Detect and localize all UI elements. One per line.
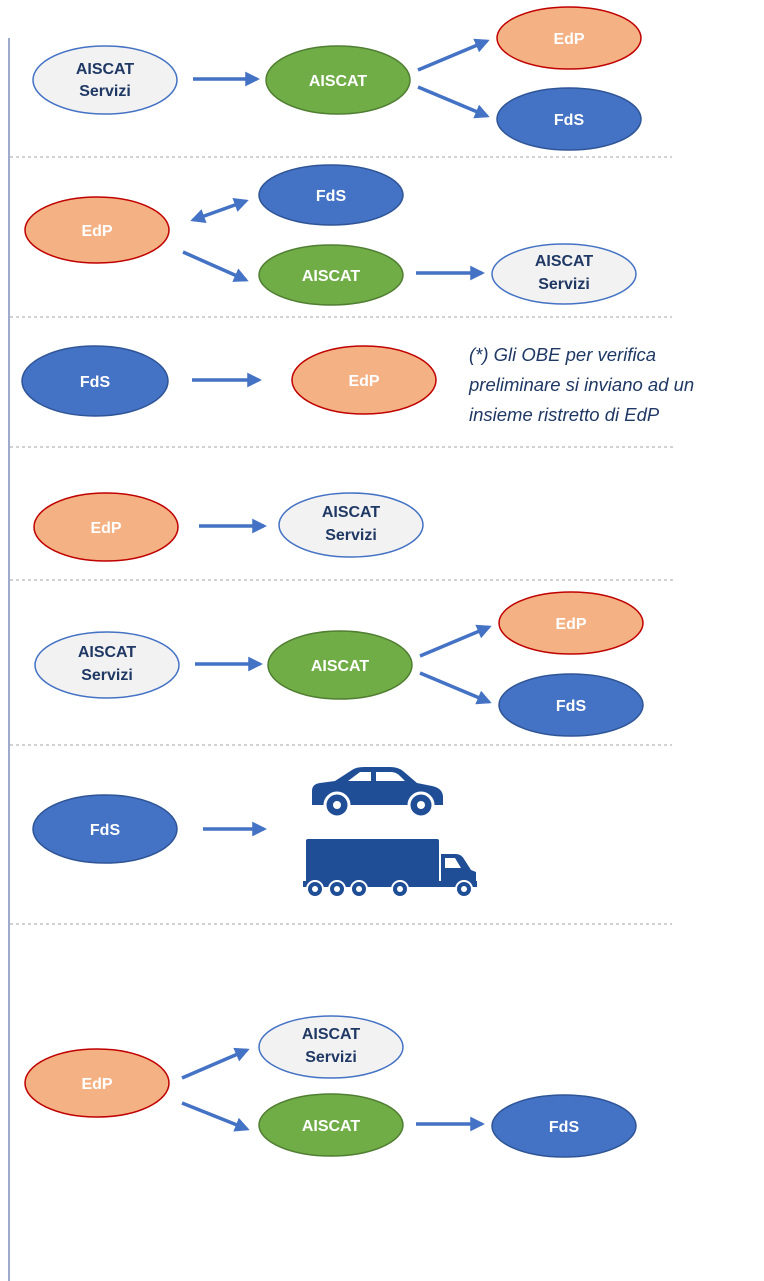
node-edp [498, 591, 644, 655]
node-label-aiscat: AISCAT [311, 658, 370, 675]
arrow [181, 1101, 250, 1132]
section-7: EdP AISCAT Servizi AISCAT FdS [24, 1015, 637, 1158]
node-aiscat [258, 244, 404, 306]
node-label-edp: EdP [555, 616, 586, 633]
section-1: AISCAT Servizi AISCAT EdP FdS [32, 6, 642, 151]
node-edp [291, 345, 437, 415]
node-aiscat-servizi [278, 492, 424, 558]
arrow [182, 250, 249, 282]
node-fds [32, 794, 178, 864]
node-edp [24, 196, 170, 264]
node-fds [491, 1094, 637, 1158]
node-aiscat [265, 45, 411, 115]
node-aiscat-servizi [258, 1015, 404, 1079]
section-2: EdP FdS AISCAT AISCAT Servizi [24, 164, 637, 306]
note-line-2: preliminare si inviano ad un [468, 374, 694, 395]
node-fds [498, 673, 644, 737]
node-label-servizi: Servizi [305, 1049, 357, 1066]
node-label-aiscat: AISCAT [302, 1026, 361, 1043]
arrow [419, 624, 492, 658]
double-arrow [190, 198, 249, 223]
node-aiscat-servizi [32, 45, 178, 115]
node-label-fds: FdS [549, 1119, 580, 1136]
node-label-fds: FdS [316, 188, 347, 205]
section-4: EdP AISCAT Servizi [33, 492, 424, 562]
note-line-1: (*) Gli OBE per verifica [469, 344, 656, 365]
node-fds [21, 345, 169, 417]
section-5: AISCAT Servizi AISCAT EdP FdS [34, 591, 644, 737]
node-edp [33, 492, 179, 562]
section-3: FdS EdP (*) Gli OBE per verifica prelimi… [21, 344, 694, 425]
node-fds [496, 87, 642, 151]
node-label-edp: EdP [348, 373, 379, 390]
node-label-fds: FdS [554, 112, 585, 129]
node-label-servizi: Servizi [325, 527, 377, 544]
node-label-aiscat: AISCAT [78, 644, 137, 661]
node-aiscat-servizi [491, 243, 637, 305]
arrow [419, 671, 492, 705]
car-icon [312, 767, 443, 819]
node-label-edp: EdP [90, 520, 121, 537]
node-label-servizi: Servizi [538, 276, 590, 293]
node-label-fds: FdS [80, 374, 111, 391]
note-line-3: insieme ristretto di EdP [469, 404, 660, 425]
node-label-aiscat: AISCAT [302, 268, 361, 285]
section-separators [10, 156, 676, 925]
node-edp [496, 6, 642, 70]
node-label-fds: FdS [556, 698, 587, 715]
node-aiscat-servizi [34, 631, 180, 699]
node-edp [24, 1048, 170, 1118]
node-label-aiscat: AISCAT [76, 61, 135, 78]
section-6: FdS [32, 767, 477, 898]
node-label-edp: EdP [553, 31, 584, 48]
node-label-edp: EdP [81, 223, 112, 240]
node-fds [258, 164, 404, 226]
node-label-aiscat: AISCAT [322, 504, 381, 521]
node-label-aiscat: AISCAT [535, 253, 594, 270]
node-aiscat [258, 1093, 404, 1157]
arrow [417, 85, 490, 119]
node-aiscat [267, 630, 413, 700]
node-label-aiscat: AISCAT [302, 1118, 361, 1135]
node-label-servizi: Servizi [81, 667, 133, 684]
arrow [417, 38, 490, 72]
truck-icon [303, 839, 477, 898]
node-label-edp: EdP [81, 1076, 112, 1093]
node-label-fds: FdS [90, 822, 121, 839]
arrow [181, 1047, 250, 1080]
node-label-aiscat: AISCAT [309, 73, 368, 90]
node-label-servizi: Servizi [79, 83, 131, 100]
